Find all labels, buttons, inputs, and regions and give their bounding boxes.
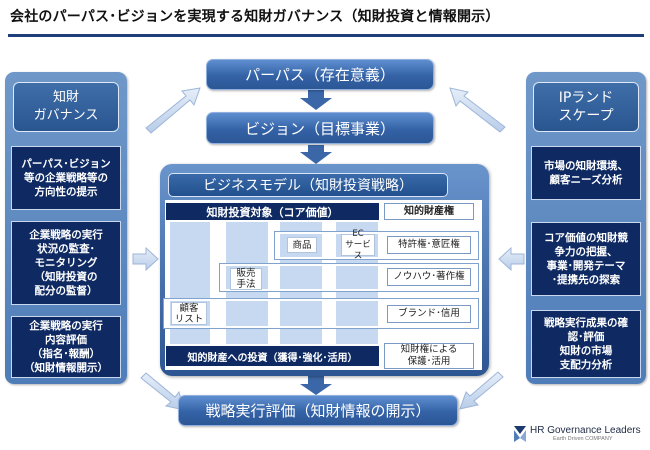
governance-header: 知財 ガバナンス [13, 82, 119, 132]
ip-row-knowhow-copyright: ノウハウ･著作権 [387, 268, 471, 286]
strategy-evaluation-box: 戦略実行評価（知財情報の開示） [178, 395, 458, 426]
purpose-box: パーパス（存在意義） [206, 59, 434, 90]
label-product: 商品 [287, 237, 317, 253]
label-ec-service: EC サービス [341, 229, 375, 261]
logo-name: HR Governance Leaders [530, 425, 641, 436]
governance-item-direction: パーパス･ビジョン 等の企業戦略等の 方向性の提示 [11, 146, 121, 210]
down-arrow-bm-evaluation [300, 376, 332, 395]
landscape-item-market: 市場の知財環境、 顧客ニーズ分析 [531, 146, 641, 200]
label-customer-list: 顧客 リスト [171, 302, 207, 325]
down-arrow-vision-bm [300, 145, 332, 164]
ip-investment-bar: 知的財産への投資（獲得･強化･活用） [166, 346, 379, 366]
ip-row-brand-trust: ブランド･信用 [387, 305, 471, 323]
row-frame-patent [275, 232, 478, 259]
label-sales-method: 販売 手法 [230, 268, 262, 290]
arrow-governance-to-purpose [145, 87, 201, 134]
ip-row-patent-design: 特許権･意匠権 [387, 236, 471, 254]
row-frame-brand [164, 299, 478, 328]
hrgl-logo-icon [514, 426, 526, 442]
governance-item-evaluation: 企業戦略の実行 内容評価 （指名･報酬） （知財情報開示） [11, 316, 121, 378]
arrow-landscape-to-vision [449, 87, 506, 133]
landscape-item-results: 戦略実行成果の確 認･評価 知財の市場 支配力分析 [531, 310, 641, 378]
arrow-landscape-to-bm [498, 246, 525, 272]
logo-subtitle: Earth Driven COMPANY [553, 436, 613, 442]
down-arrow-purpose-vision [300, 90, 332, 110]
ip-rights-header: 知的財産権 [384, 203, 474, 220]
ip-protection-box: 知財権による 保護･活用 [384, 343, 474, 369]
landscape-item-core-value: コア価値の知財競 争力の把握、 事業･開発テーマ ･提携先の探索 [531, 222, 641, 296]
row-frame-knowhow [220, 264, 478, 291]
governance-item-monitoring: 企業戦略の実行 状況の監査･ モニタリング （知財投資の 配分の監督） [11, 221, 121, 305]
business-model-title: ビジネスモデル（知財投資戦略） [168, 173, 448, 197]
arrow-governance-to-evaluation [140, 372, 185, 411]
title-underline [8, 34, 644, 37]
ip-landscape-header: IPランド スケープ [533, 82, 639, 132]
vision-box: ビジョン（目標事業） [206, 112, 434, 144]
page-title: 会社のパーパス･ビジョンを実現する知財ガバナンス（知財投資と情報開示） [10, 9, 500, 25]
arrow-governance-to-bm [132, 246, 159, 272]
arrow-landscape-to-evaluation [459, 371, 504, 410]
core-value-header: 知財投資対象（コア価値） [166, 203, 379, 220]
